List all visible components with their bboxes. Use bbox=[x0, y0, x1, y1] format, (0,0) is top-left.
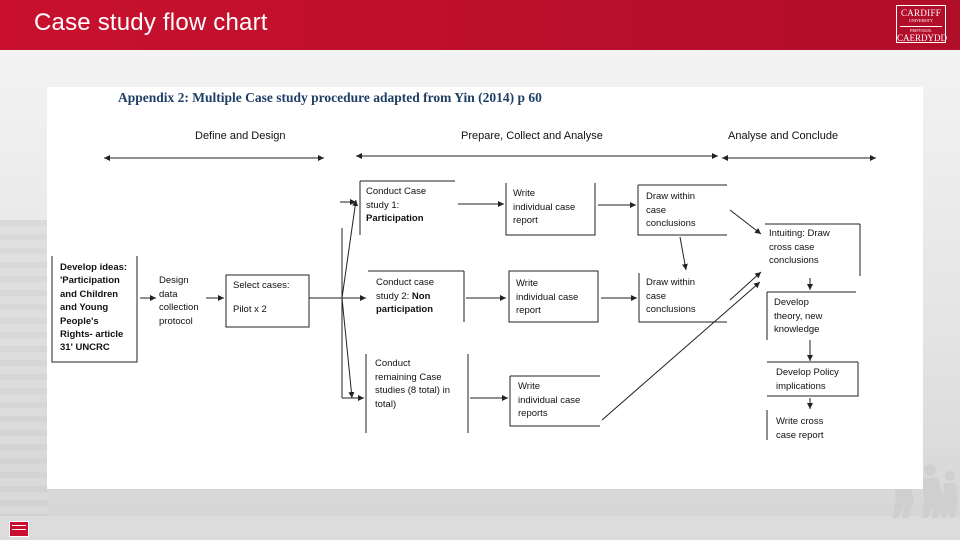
design-protocol-line: data bbox=[159, 288, 178, 300]
design-protocol-text: Design data collection protocol bbox=[159, 274, 199, 328]
concl2-line: conclusions bbox=[646, 304, 696, 316]
cross-report-line: Write cross bbox=[776, 416, 824, 427]
concl1-line: conclusions bbox=[646, 218, 696, 230]
case1-text: Conduct Case study 1: Participation bbox=[366, 185, 426, 226]
logo-line-4: CAERDYDD bbox=[897, 33, 948, 43]
report2-line: report bbox=[516, 305, 541, 317]
policy-text: Develop Policy implications bbox=[776, 366, 839, 393]
develop-ideas-line: and Young bbox=[60, 302, 109, 314]
diagram-canvas bbox=[47, 87, 923, 489]
report1-line: individual case bbox=[513, 201, 576, 213]
theory-line: Develop bbox=[774, 297, 809, 308]
box-theory bbox=[766, 291, 856, 340]
phase-analyse-conclude: Analyse and Conclude bbox=[728, 130, 839, 142]
intuiting-text: Intuiting: Draw cross case conclusions bbox=[769, 227, 830, 268]
design-protocol-line: protocol bbox=[159, 315, 193, 327]
select-cases-line bbox=[233, 293, 290, 303]
case-rest-line: remaining Case bbox=[375, 371, 442, 383]
cross-report-line: case report bbox=[776, 429, 824, 441]
policy-line: implications bbox=[776, 380, 826, 392]
report-rest-line: individual case bbox=[518, 394, 581, 406]
intuiting-line: Intuiting: Draw bbox=[769, 228, 830, 239]
develop-ideas-text: Develop ideas: 'Participation and Childr… bbox=[60, 261, 127, 355]
develop-ideas-line: 31' UNCRC bbox=[60, 342, 110, 354]
develop-ideas-line: 'Participation bbox=[60, 275, 120, 287]
case1-line: Conduct Case bbox=[366, 186, 427, 197]
report1-line: report bbox=[513, 215, 538, 227]
report1-text: Write individual case report bbox=[513, 187, 575, 228]
box-report2 bbox=[508, 270, 599, 323]
box-policy bbox=[767, 361, 859, 397]
university-logo: CARDIFF UNIVERSITY PRIFYSGOL CAERDYDD bbox=[896, 5, 948, 43]
design-protocol-line: collection bbox=[159, 302, 199, 314]
case-rest-line: total) bbox=[375, 398, 397, 410]
case-rest-text: Conduct remaining Case studies (8 total)… bbox=[375, 357, 450, 411]
develop-ideas-line: Develop ideas: bbox=[60, 262, 128, 273]
concl2-line: Draw within bbox=[646, 277, 696, 288]
box-concl2 bbox=[638, 273, 727, 323]
cross-report-text: Write cross case report bbox=[776, 415, 824, 442]
case2-bold-line: participation bbox=[376, 304, 434, 316]
box-concl1 bbox=[637, 184, 727, 236]
case1-bold-line: Participation bbox=[366, 213, 424, 225]
case2-bold-inline: Non bbox=[411, 290, 431, 302]
box-report1 bbox=[505, 183, 596, 236]
report1-line: Write bbox=[513, 188, 535, 199]
box-develop-ideas bbox=[51, 256, 138, 363]
footer-bar bbox=[0, 516, 960, 540]
appendix-title: Appendix 2: Multiple Case study procedur… bbox=[118, 90, 542, 105]
box-intuiting bbox=[765, 223, 861, 276]
theory-text: Develop theory, new knowledge bbox=[774, 296, 822, 337]
select-cases-line: Pilot x 2 bbox=[233, 303, 267, 315]
policy-line: Develop Policy bbox=[776, 367, 839, 378]
case2-line: study 2: Non bbox=[376, 290, 434, 304]
phase-prepare-collect: Prepare, Collect and Analyse bbox=[461, 130, 603, 142]
footer-logo-icon bbox=[9, 521, 29, 537]
concl2-text: Draw within case conclusions bbox=[646, 276, 696, 317]
case2-text: Conduct case study 2: Non participation bbox=[376, 276, 434, 317]
concl2-line: case bbox=[646, 290, 667, 302]
logo-line-1: CARDIFF bbox=[900, 8, 942, 18]
case2-line: Conduct case bbox=[376, 277, 435, 288]
case2-line-part: study 2: bbox=[376, 290, 410, 302]
theory-line: theory, new bbox=[774, 310, 823, 322]
report2-line: Write bbox=[516, 278, 538, 289]
logo-line-2: UNIVERSITY bbox=[909, 18, 933, 23]
design-protocol-line: Design bbox=[159, 275, 189, 286]
phase-define-design: Define and Design bbox=[195, 130, 286, 142]
report-rest-text: Write individual case reports bbox=[518, 380, 580, 421]
report-rest-line: reports bbox=[518, 408, 548, 420]
case1-line: study 1: bbox=[366, 199, 400, 211]
box-select-cases bbox=[225, 274, 310, 328]
case-rest-line: Conduct bbox=[375, 358, 411, 369]
logo-line-3: PRIFYSGOL bbox=[910, 28, 932, 33]
box-case-rest bbox=[365, 354, 469, 433]
box-case1 bbox=[359, 180, 455, 235]
case-rest-line: studies (8 total) in bbox=[375, 385, 450, 397]
report-rest-line: Write bbox=[518, 381, 540, 392]
concl1-text: Draw within case conclusions bbox=[646, 190, 696, 231]
box-report-rest bbox=[509, 375, 600, 427]
intuiting-line: conclusions bbox=[769, 255, 819, 267]
select-cases-line: Select cases: bbox=[233, 280, 290, 291]
theory-line: knowledge bbox=[774, 324, 820, 336]
intuiting-line: cross case bbox=[769, 241, 815, 253]
develop-ideas-line: People's bbox=[60, 315, 99, 327]
report2-line: individual case bbox=[516, 291, 579, 303]
slide-title: Case study flow chart bbox=[34, 9, 268, 36]
report2-text: Write individual case report bbox=[516, 277, 578, 318]
box-case2 bbox=[368, 270, 465, 322]
logo-divider bbox=[900, 26, 942, 27]
select-cases-text: Select cases: Pilot x 2 bbox=[233, 279, 290, 316]
header-bar bbox=[0, 0, 960, 50]
concl1-line: case bbox=[646, 204, 667, 216]
concl1-line: Draw within bbox=[646, 191, 696, 202]
develop-ideas-line: and Children bbox=[60, 288, 119, 300]
develop-ideas-line: Rights- article bbox=[60, 329, 124, 341]
